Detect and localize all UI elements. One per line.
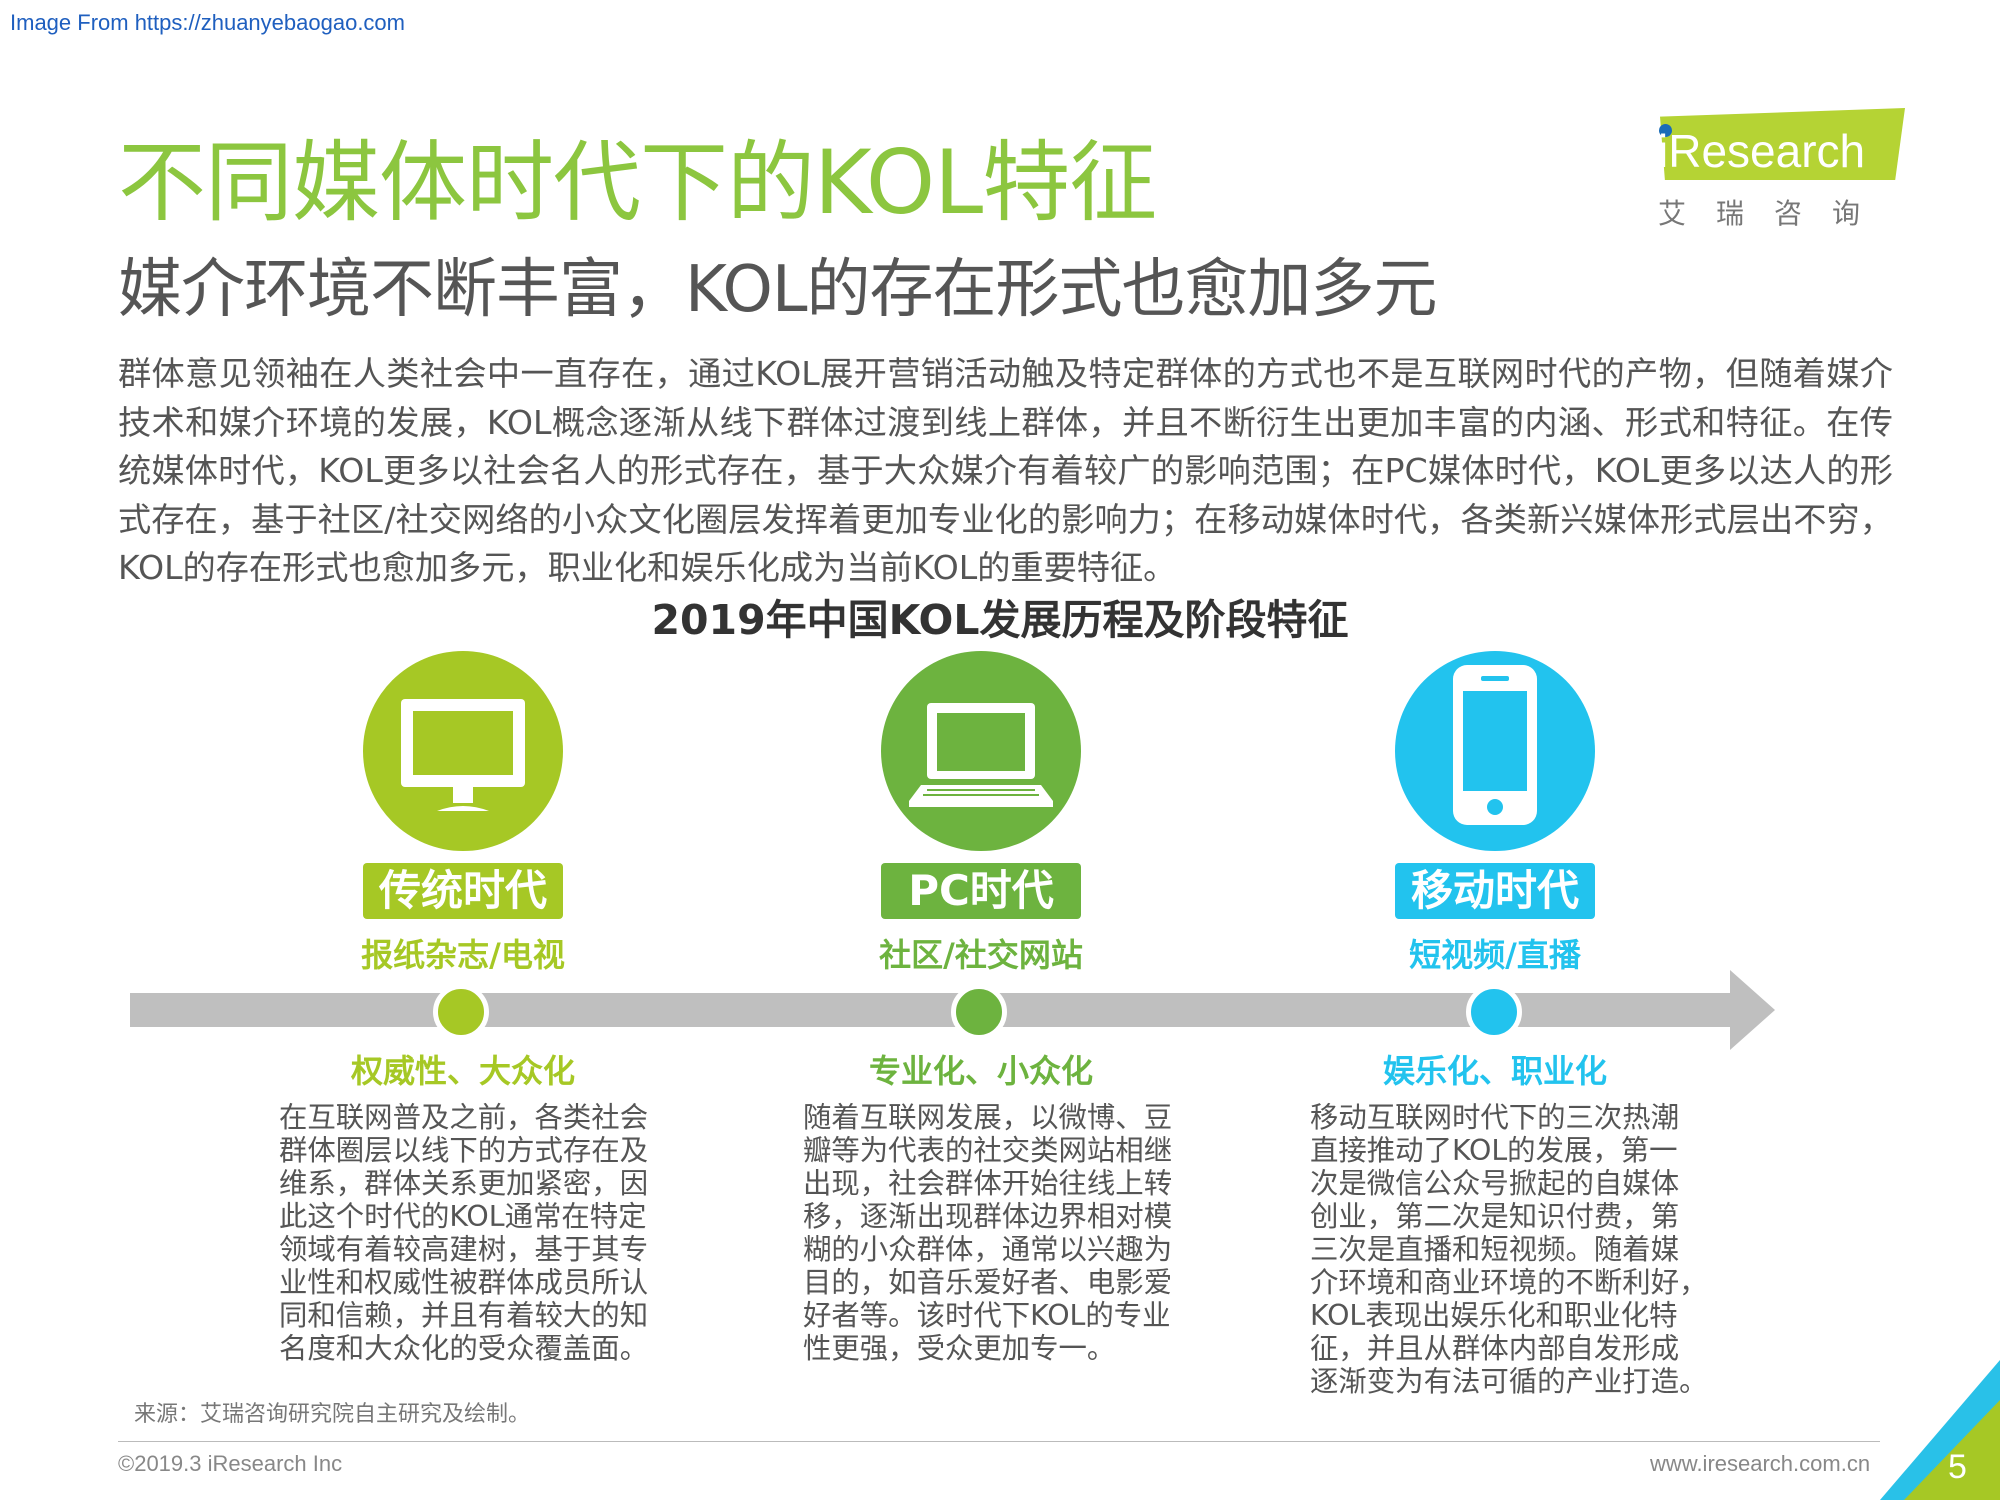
era-pc-feature: 专业化、小众化 [868,1052,1093,1090]
footer-divider [118,1441,1880,1442]
corner-decoration [1880,1360,2000,1500]
desc-line: 创业，第二次是知识付费，第 [1310,1200,1680,1233]
desc-line: 在互联网普及之前，各类社会 [279,1101,649,1134]
desc-line: 性更强，受众更加专一。 [803,1332,1116,1365]
desc-line: 瓣等为代表的社交类网站相继 [803,1134,1173,1167]
era-traditional-description: 在互联网普及之前，各类社会 群体圈层以线下的方式存在及 维系，群体关系更加紧密，… [279,1101,679,1365]
era-mobile-label: 移动时代 [1395,863,1595,919]
era-traditional-feature: 权威性、大众化 [350,1052,575,1090]
desc-line: 三次是直播和短视频。随着媒 [1310,1233,1680,1266]
desc-line: 领域有着较高建树，基于其专 [279,1233,649,1266]
desc-line: 逐渐变为有法可循的产业打造。 [1310,1365,1708,1398]
logo-band [1660,108,1905,180]
desc-line: 维系，群体关系更加紧密，因 [279,1167,649,1200]
era-pc-circle [881,651,1081,851]
era-mobile-feature: 娱乐化、职业化 [1382,1052,1607,1090]
desc-line: 征，并且从群体内部自发形成 [1310,1332,1680,1365]
desc-line: 移动互联网时代下的三次热潮 [1310,1101,1680,1134]
desc-line: 同和信赖，并且有着较大的知 [279,1299,649,1332]
footer-copyright: ©2019.3 iResearch Inc [118,1451,343,1476]
logo-dot [1659,124,1672,137]
era-mobile-media: 短视频/直播 [1409,936,1581,974]
page-title: 不同媒体时代下的KOL特征 [118,131,1157,234]
source-url[interactable]: Image From https://zhuanyebaogao.com [10,10,405,35]
monitor-icon [401,699,525,811]
desc-line: 糊的小众群体，通常以兴趣为 [803,1233,1173,1266]
desc-line: 名度和大众化的受众覆盖面。 [279,1332,649,1365]
logo-chinese-text: 艾瑞咨询 [1658,197,1891,230]
era-pc-media: 社区/社交网站 [879,936,1083,974]
era-pc-label: PC时代 [881,863,1081,919]
logo-text: iResearch [1658,125,1866,177]
desc-line: 介环境和商业环境的不断利好， [1310,1266,1708,1299]
desc-line: 次是微信公众号掀起的自媒体 [1310,1167,1680,1200]
desc-line: 直接推动了KOL的发展，第一 [1310,1134,1678,1167]
desc-line: 好者等。该时代下KOL的专业 [803,1299,1171,1332]
smartphone-icon [1453,665,1537,825]
desc-line: 群体圈层以线下的方式存在及 [279,1134,649,1167]
era-mobile-description: 移动互联网时代下的三次热潮 直接推动了KOL的发展，第一 次是微信公众号掀起的自… [1310,1101,1710,1398]
chart-title: 2019年中国KOL发展历程及阶段特征 [651,596,1349,644]
desc-line: KOL表现出娱乐化和职业化特 [1310,1299,1678,1332]
desc-line: 随着互联网发展，以微博、豆 [803,1101,1173,1134]
source-note: 来源：艾瑞咨询研究院自主研究及绘制。 [134,1402,531,1427]
era-traditional-circle [363,651,563,851]
page-number: 5 [1948,1448,1967,1486]
page-subtitle: 媒介环境不断丰富，KOL的存在形式也愈加多元 [118,253,1437,327]
desc-line: 移，逐渐出现群体边界相对模 [803,1200,1173,1233]
desc-line: 出现，社会群体开始往线上转 [803,1167,1173,1200]
era-traditional-media: 报纸杂志/电视 [361,936,565,974]
desc-line: 目的，如音乐爱好者、电影爱 [803,1266,1173,1299]
era-traditional-node [433,984,489,1040]
era-traditional-label: 传统时代 [363,863,563,919]
era-pc-node [951,984,1007,1040]
era-mobile-circle [1395,651,1595,851]
laptop-icon [909,703,1053,807]
iresearch-logo: iResearch 艾瑞咨询 [1650,104,1910,234]
era-pc-description: 随着互联网发展，以微博、豆 瓣等为代表的社交类网站相继 出现，社会群体开始往线上… [803,1101,1203,1365]
desc-line: 业性和权威性被群体成员所认 [279,1266,649,1299]
footer-website[interactable]: www.iresearch.com.cn [1650,1451,1871,1476]
desc-line: 此这个时代的KOL通常在特定 [279,1200,647,1233]
intro-paragraph: 群体意见领袖在人类社会中一直存在，通过KOL展开营销活动触及特定群体的方式也不是… [118,354,1893,587]
era-mobile-node [1466,984,1522,1040]
